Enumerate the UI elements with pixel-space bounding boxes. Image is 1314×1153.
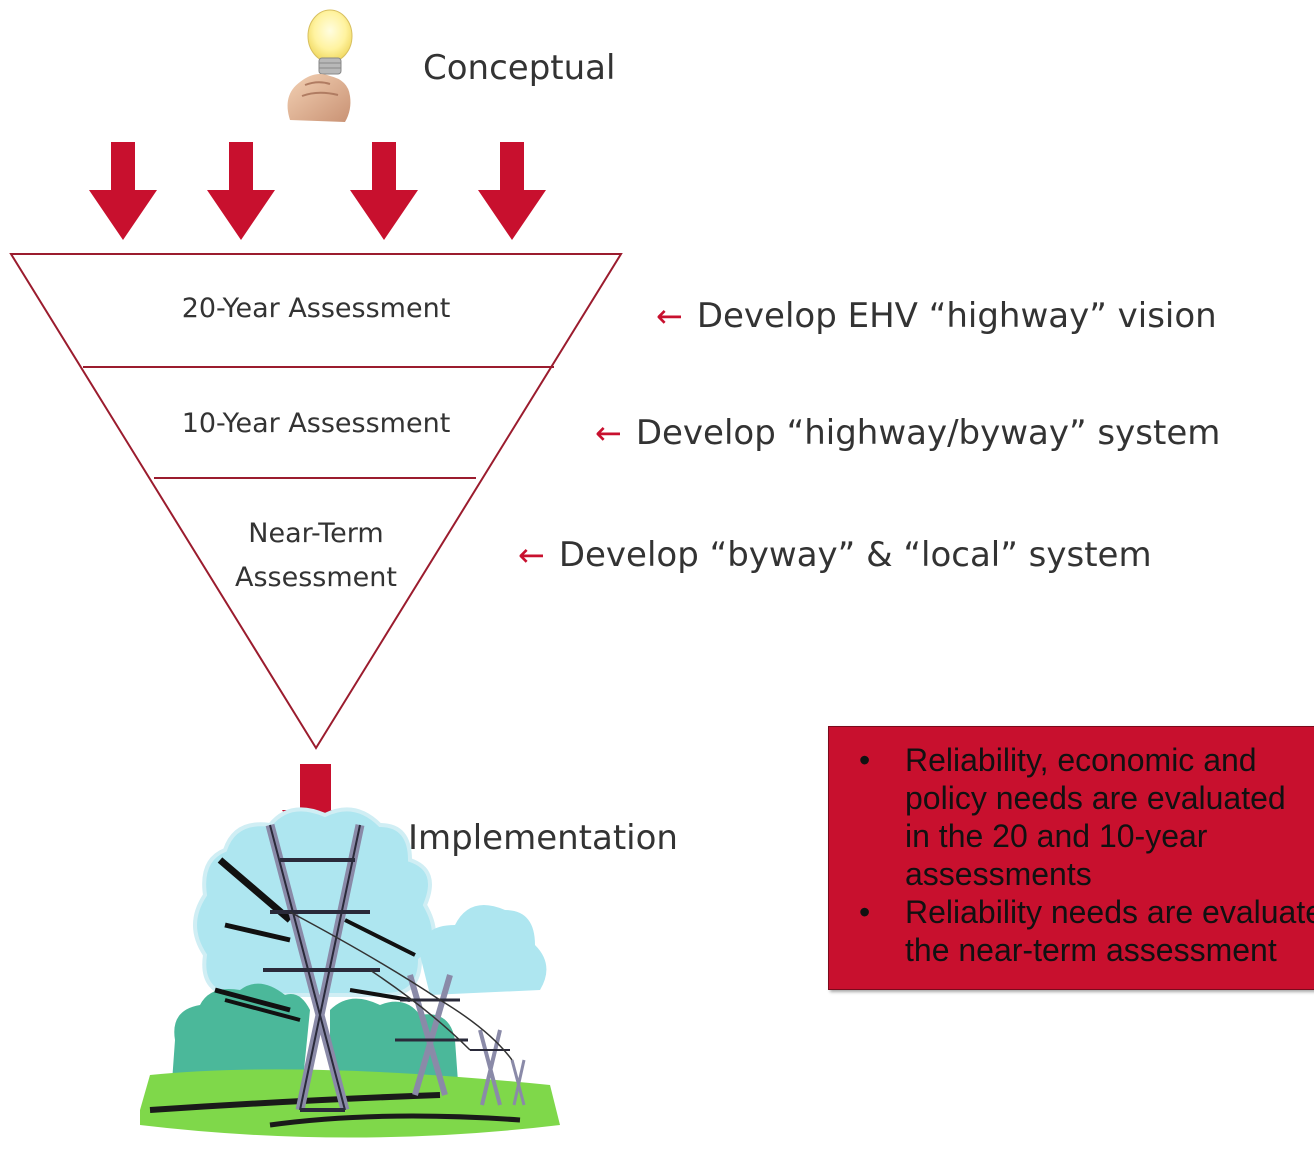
callout-item: • Reliability needs are evaluated in the…: [829, 893, 1314, 969]
callout-list: • Reliability, economic and policy needs…: [829, 727, 1314, 969]
stage-label-conceptual: Conceptual: [423, 48, 616, 88]
bullet-icon: •: [859, 742, 871, 778]
power-tower-icon: [140, 807, 560, 1138]
callout-item-text: Reliability, economic and policy needs a…: [905, 742, 1286, 892]
funnel-level-20-year: 20-Year Assessment: [181, 293, 451, 324]
callout-item: • Reliability, economic and policy needs…: [829, 741, 1314, 893]
description-highway-byway: ← Develop “highway/byway” system: [595, 413, 1220, 453]
description-text: Develop “byway” & “local” system: [558, 535, 1152, 575]
down-arrow-icon: [207, 142, 275, 240]
callout-box: • Reliability, economic and policy needs…: [828, 726, 1314, 990]
left-arrow-icon: ←: [656, 297, 683, 335]
stage-label-implementation: Implementation: [408, 818, 678, 858]
down-arrows-group: [89, 142, 546, 240]
callout-item-text: Reliability needs are evaluated in the n…: [905, 894, 1314, 968]
down-arrow-icon: [350, 142, 418, 240]
lightbulb-icon: [287, 9, 353, 122]
description-ehv-vision: ← Develop EHV “highway” vision: [656, 296, 1217, 336]
funnel-level-near-term-line2: Assessment: [235, 562, 397, 593]
funnel-level-10-year: 10-Year Assessment: [181, 408, 451, 439]
funnel-level-near-term: Near-Term Assessment: [166, 512, 466, 600]
funnel-triangle: [9, 253, 623, 750]
bullet-icon: •: [859, 894, 871, 930]
description-byway-local: ← Develop “byway” & “local” system: [518, 535, 1152, 575]
description-text: Develop “highway/byway” system: [635, 413, 1221, 453]
description-text: Develop EHV “highway” vision: [696, 296, 1217, 336]
down-arrow-icon: [478, 142, 546, 240]
left-arrow-icon: ←: [518, 536, 545, 574]
funnel-level-near-term-line1: Near-Term: [248, 518, 384, 549]
down-arrow-icon: [89, 142, 157, 240]
left-arrow-icon: ←: [595, 414, 622, 452]
